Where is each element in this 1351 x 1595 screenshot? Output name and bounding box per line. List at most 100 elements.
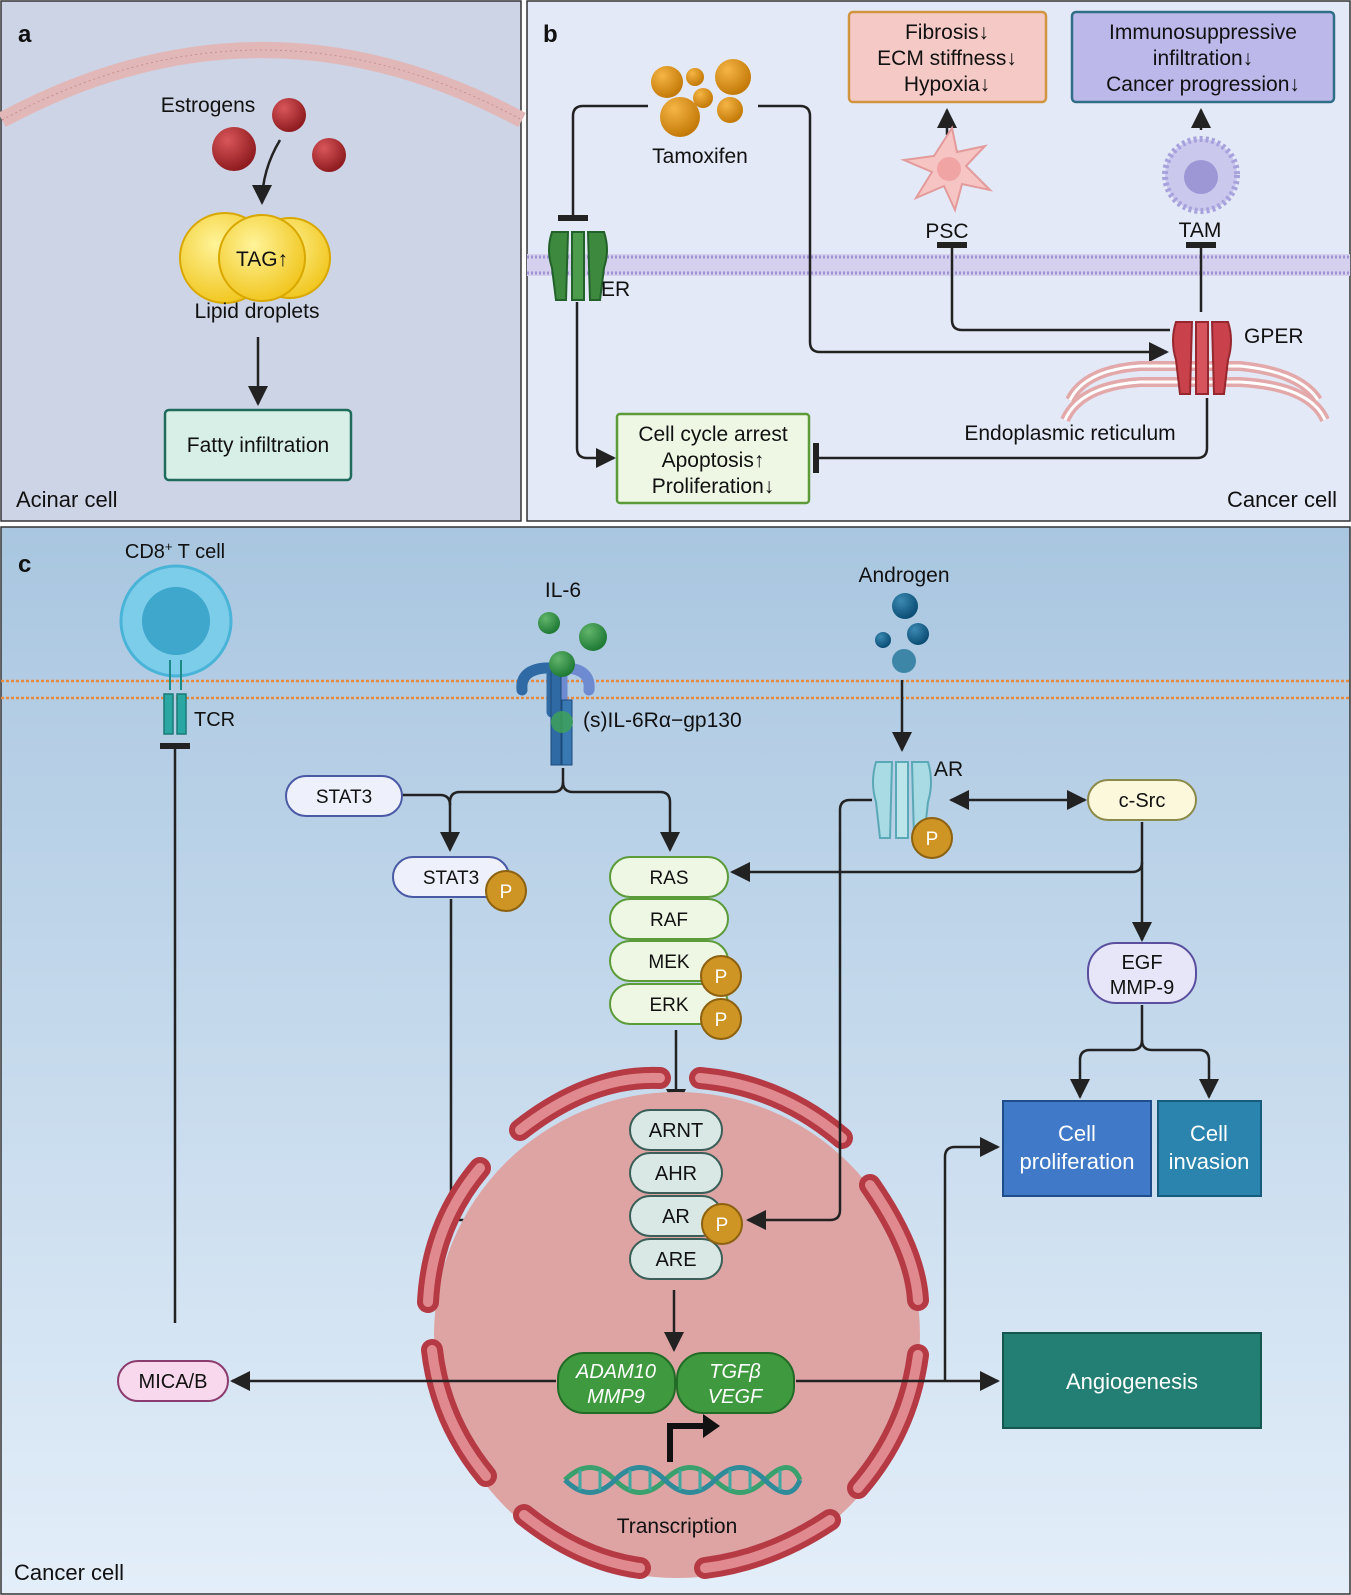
- panel-b-letter: b: [543, 21, 558, 48]
- cancer-cell-label-c: Cancer cell: [14, 1560, 124, 1585]
- are-node: [629, 1238, 723, 1280]
- are-label: ARE: [655, 1249, 696, 1271]
- dna-helix: [563, 1465, 803, 1495]
- gene-vegf-label: VEGF: [708, 1386, 764, 1408]
- cell-proliferation-box: [1002, 1100, 1152, 1197]
- ar-nuclear-label: AR: [662, 1206, 690, 1228]
- raf-label: RAF: [650, 910, 688, 931]
- phospho-label: P: [716, 1215, 729, 1236]
- stat3-label: STAT3: [316, 787, 372, 808]
- tam-effect-line: Cancer progression↓: [1106, 73, 1300, 96]
- gene-tgfb-vegf: [676, 1352, 795, 1414]
- tamoxifen-molecule: [717, 97, 743, 123]
- phospho-badge: [700, 998, 742, 1040]
- tamoxifen-molecule: [715, 59, 751, 95]
- phospho-badge: [485, 870, 527, 912]
- transcription-start-arrow: [667, 1423, 705, 1462]
- tam-effect-line: infiltration↓: [1153, 47, 1253, 70]
- il6-molecule-bound: [549, 651, 575, 677]
- gene-adam10-label: ADAM10: [575, 1361, 656, 1383]
- estrogens-label: Estrogens: [161, 94, 256, 117]
- tamoxifen-molecule: [686, 68, 704, 86]
- ar-receptor: [872, 761, 932, 839]
- egf-mmp9-node: [1087, 942, 1197, 1004]
- phospho-badge: [911, 817, 953, 859]
- cell-invasion-label: Cell: [1190, 1121, 1228, 1146]
- cell-invasion-box: [1157, 1100, 1262, 1197]
- egf-label: EGF: [1121, 952, 1162, 974]
- tag-label: TAG↑: [236, 248, 288, 271]
- cell-effect-line: Apoptosis↑: [662, 449, 765, 472]
- mica-label: MICA/B: [139, 1371, 208, 1393]
- tam-nucleus: [1184, 160, 1218, 194]
- gene-tgfb-label: TGFβ: [709, 1361, 760, 1383]
- csrc-label: c-Src: [1119, 790, 1166, 812]
- panel-c-letter: c: [18, 551, 31, 578]
- gper-label: GPER: [1244, 325, 1304, 348]
- androgen-molecule: [907, 623, 929, 645]
- arrow-il6-ras: [561, 781, 680, 852]
- cell-membrane: [527, 254, 1350, 276]
- gper-receptor: [1172, 321, 1232, 395]
- gene-adam10-mmp9: [557, 1352, 676, 1414]
- inhibit-gper-psc: [937, 242, 1170, 332]
- psc-effects-box: [847, 10, 1048, 104]
- cell-effect-line: Cell cycle arrest: [638, 423, 788, 446]
- stat3p-label: STAT3: [423, 868, 479, 889]
- phospho-label: P: [715, 1010, 728, 1031]
- cell-proliferation-label: proliferation: [1020, 1149, 1135, 1174]
- panel-a: a Estrogens TAG↑ Lipid droplets Fatty in…: [0, 0, 526, 522]
- arrow-estrogen-to-tag: [252, 139, 282, 205]
- stat3-node: [285, 775, 403, 817]
- tam-effects-box: [1070, 10, 1336, 104]
- il6r-label: (s)IL-6Rα−gp130: [583, 709, 742, 732]
- psc-effect-line: Hypoxia↓: [904, 73, 990, 96]
- androgen-molecule: [892, 649, 916, 673]
- er-label: ER: [601, 278, 630, 301]
- phospho-label: P: [715, 967, 728, 988]
- raf-node: [609, 898, 729, 940]
- tam-label: TAM: [1179, 219, 1222, 242]
- mica-node: [117, 1360, 229, 1402]
- tamoxifen-molecule: [693, 88, 713, 108]
- cancer-cell-label-b: Cancer cell: [1227, 487, 1337, 512]
- fatty-infiltration-label: Fatty infiltration: [187, 434, 329, 457]
- er-receptor: [548, 231, 608, 301]
- phospho-label: P: [500, 882, 513, 903]
- psc-effect-line: Fibrosis↓: [905, 21, 989, 44]
- androgen-label: Androgen: [858, 564, 949, 587]
- tcr-receptor: [176, 693, 187, 735]
- psc-label: PSC: [925, 220, 968, 243]
- tamoxifen-molecule: [651, 66, 683, 98]
- angiogenesis-box: [1002, 1332, 1262, 1429]
- androgen-molecule: [875, 632, 891, 648]
- cell-proliferation-label: Cell: [1058, 1121, 1096, 1146]
- estrogen-molecule: [212, 127, 256, 171]
- erk-label: ERK: [649, 995, 688, 1016]
- psc-effect-line: ECM stiffness↓: [877, 47, 1017, 70]
- panel-b: b Tamoxifen ER Cell cycle arrest Apoptos…: [526, 0, 1351, 522]
- arrow-stat3-merge: [402, 793, 452, 806]
- panel-a-letter: a: [18, 21, 32, 48]
- arrow-er-cellcycle: [575, 302, 616, 468]
- cd8-label: CD8+ T cell: [125, 539, 225, 564]
- arrow-genes-proliferation: [943, 1137, 1000, 1381]
- tcr-label: TCR: [194, 709, 235, 731]
- phospho-badge: [701, 1203, 743, 1245]
- arrow-ar-nuclear: [746, 798, 872, 1230]
- inhibit-tamoxifen-er: [558, 104, 648, 221]
- ahr-node: [629, 1152, 723, 1194]
- phospho-label: P: [926, 829, 939, 850]
- cell-effects-box: [615, 412, 811, 505]
- estrogen-molecule: [312, 138, 346, 172]
- acinar-cell-label: Acinar cell: [16, 487, 117, 512]
- psc-nucleus: [937, 157, 961, 181]
- lipid-droplet: [218, 214, 306, 302]
- tamoxifen-molecule: [660, 97, 700, 137]
- panel-c: c CD8+ T cell TCR IL-6 (s)IL-6Rα−gp130: [0, 526, 1351, 1595]
- angiogenesis-label: Angiogenesis: [1066, 1369, 1198, 1394]
- arnt-node: [629, 1109, 723, 1151]
- fatty-infiltration-box: [163, 408, 353, 482]
- inhibit-gper-cellcycle: [813, 398, 1209, 473]
